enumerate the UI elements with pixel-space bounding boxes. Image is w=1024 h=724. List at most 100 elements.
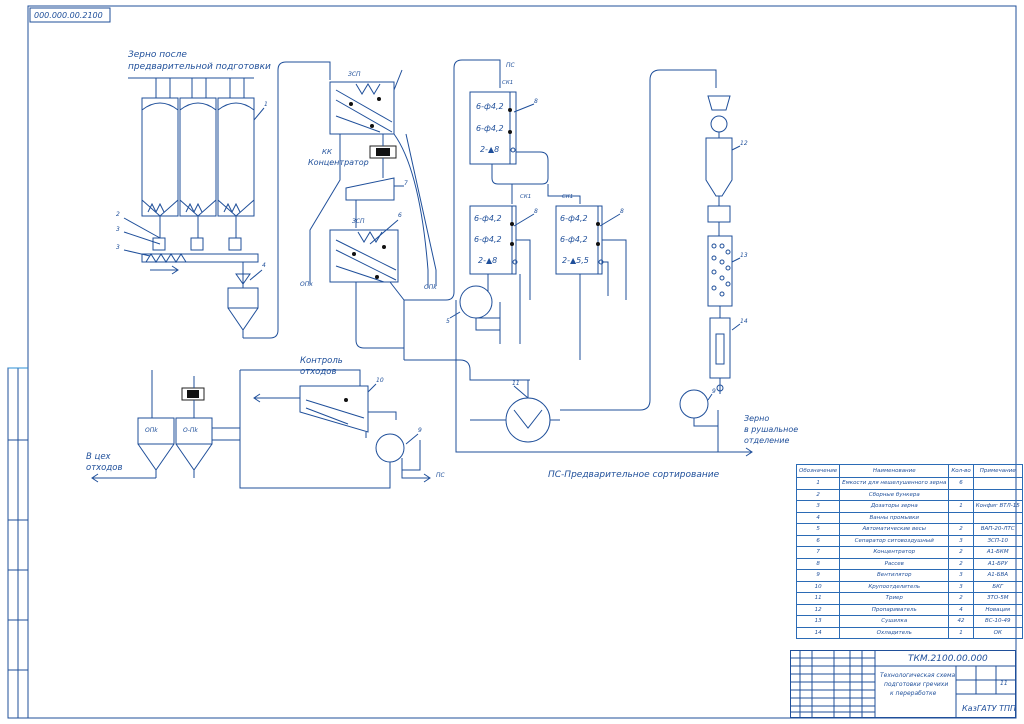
sieve-1b: 6-ф4,2	[476, 124, 504, 133]
cell: Концентратор	[839, 546, 950, 559]
cell: 8	[795, 557, 841, 570]
pos-number: 8	[534, 98, 538, 105]
title-block	[790, 650, 1016, 718]
cell: ВАП-20-ЛТС	[972, 523, 1023, 536]
grain-out-label-3: отделение	[744, 436, 790, 445]
fan-mid	[459, 285, 493, 319]
cell: 11	[795, 592, 841, 605]
pos-number: 7	[404, 180, 408, 187]
pos-number: 9	[712, 388, 716, 395]
bin-c-label: ОПk	[145, 427, 158, 434]
cell: Сепаратор ситовоздушный	[839, 534, 950, 547]
cell: БКГ	[972, 580, 1023, 593]
cell: Емкости для нешелушенного зерна	[839, 477, 950, 490]
col-header: Кол-во	[948, 464, 974, 478]
zsp-label: ЗСП	[348, 71, 361, 78]
cell: 2	[948, 557, 974, 570]
cell: 9	[795, 569, 841, 582]
cell: 10	[795, 580, 841, 593]
cell: 6	[795, 534, 841, 547]
title-code: ТКМ.2100.00.000	[908, 654, 988, 664]
pos-number: 9	[418, 427, 422, 434]
equipment-table: Обозначение Наименование Кол-во Примечан…	[795, 464, 1023, 639]
cell	[972, 511, 1023, 524]
cell: 2	[948, 592, 974, 605]
col-header: Наименование	[839, 464, 950, 478]
dryer-holes	[711, 243, 731, 297]
cell: 4	[795, 511, 841, 524]
pos-number: 8	[534, 208, 538, 215]
cell: 2	[948, 523, 974, 536]
cell: 2	[948, 546, 974, 559]
sieve-2c: 2-▲8	[478, 256, 498, 265]
sieve-3c: 2-▲5,5	[562, 256, 589, 265]
pos-number: 5	[446, 318, 450, 325]
sieve-2a: 6-ф4,2	[474, 214, 502, 223]
to-waste-label: В цех	[86, 452, 111, 462]
title-line-3: к переработке	[890, 690, 937, 697]
fan-right	[679, 389, 709, 419]
cell: А1-БВА	[972, 569, 1023, 582]
sieve-3b: 6-ф4,2	[560, 235, 588, 244]
pos-number: 2	[116, 211, 120, 218]
cell	[972, 477, 1023, 490]
cell: Охладитель	[839, 626, 950, 639]
separator-bottom	[329, 229, 399, 283]
title-line-1: Технологическая схема	[880, 672, 956, 679]
waste-control-unit	[299, 385, 369, 433]
trier	[505, 397, 551, 443]
cell: ОК	[972, 626, 1023, 639]
col-header: Обозначение	[795, 464, 841, 478]
bin-b-label: ОПk	[424, 284, 437, 291]
code-box	[29, 7, 111, 23]
cell: Пропариватель	[839, 603, 950, 616]
cell: Новация	[972, 603, 1023, 616]
cell: 6	[948, 477, 974, 490]
cell: 1	[948, 626, 974, 639]
cell: Дозаторы зерна	[839, 500, 950, 513]
sieve-1c: 2-▲8	[480, 145, 500, 154]
sieve-2b: 6-ф4,2	[474, 235, 502, 244]
cell: 13	[795, 615, 841, 628]
grain-out-label-2: в рушальное	[744, 425, 799, 434]
cell: 1	[948, 500, 974, 513]
cell: Вентилятор	[839, 569, 950, 582]
grain-in-label: Зерно после	[128, 50, 187, 60]
sifter-top	[469, 91, 517, 165]
sieve-1a: 6-ф4,2	[476, 102, 504, 111]
legend-note: ПС-Предварительное сортирование	[548, 470, 720, 480]
concentrator	[345, 177, 395, 201]
pos-number: 3	[116, 244, 120, 251]
pos-number: 13	[740, 252, 748, 259]
cell	[948, 488, 974, 501]
corner-code: 000.000.00.2100	[34, 11, 103, 20]
waste-control-label: Контроль	[300, 356, 343, 366]
grain-out-label: Зерно	[744, 414, 770, 423]
cell: ЗСП-10	[972, 534, 1023, 547]
cell: А1-БРУ	[972, 557, 1023, 570]
cell: Крупоотделитель	[839, 580, 950, 593]
concentrator-label: Концентратор	[308, 158, 369, 167]
cell: 2	[795, 488, 841, 501]
cell	[972, 488, 1023, 501]
cell: 1	[795, 477, 841, 490]
pos-number: 8	[620, 208, 624, 215]
bin-a-label: ОПк	[300, 281, 313, 288]
pos-number: 3	[116, 226, 120, 233]
silo-group	[128, 77, 259, 275]
cell: Ванны промывки	[839, 511, 950, 524]
fan-waste	[375, 433, 405, 463]
cell: Триер	[839, 592, 950, 605]
